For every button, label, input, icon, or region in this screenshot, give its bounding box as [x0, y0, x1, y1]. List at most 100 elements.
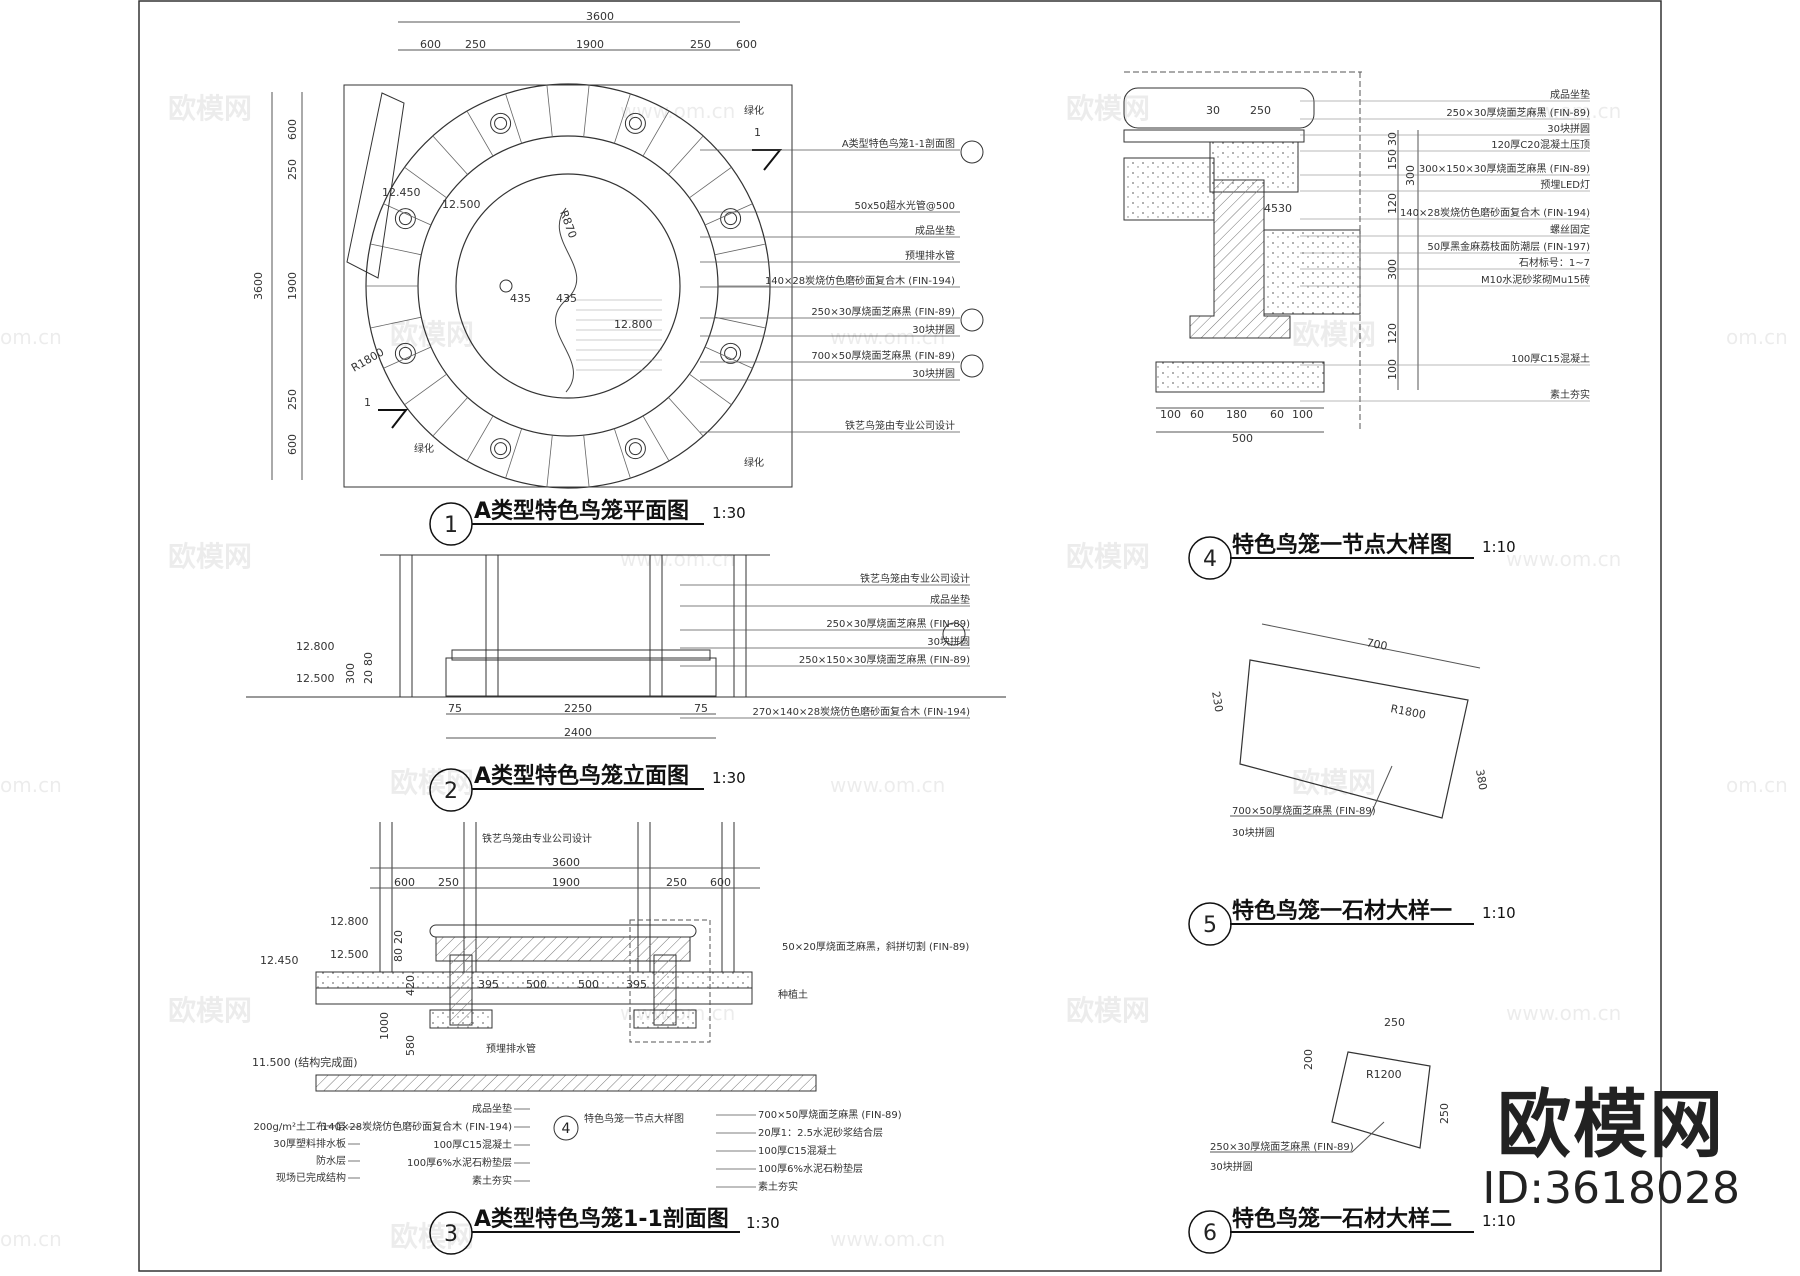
paving-joint: [383, 346, 432, 369]
elev-dim-h3: 80: [362, 652, 375, 666]
plan-curve: [555, 207, 578, 393]
post-footing: [394, 342, 416, 364]
elev-note: 成品坐垫: [930, 593, 970, 606]
post: [398, 212, 412, 226]
stone2-shape: [1331, 1051, 1431, 1149]
paving-joint: [714, 316, 766, 329]
node-dim-4530: 4530: [1264, 202, 1292, 215]
sect-level-3: 12.450: [260, 954, 299, 967]
elev-note: 铁艺鸟笼由专业公司设计: [860, 572, 970, 585]
node-dim-b6: 500: [1232, 432, 1253, 445]
node-note: 预埋LED灯: [1540, 179, 1590, 191]
elev-dim-b1: 75: [448, 702, 462, 715]
plan-dim-3: 1900: [576, 38, 604, 51]
node-top-slab: [1123, 129, 1305, 143]
sect-dim-v3: 420: [404, 975, 417, 996]
sect-note-r1: 50×20厚烧面芝麻黑，斜拼切割 (FIN-89): [782, 940, 969, 953]
post: [494, 442, 508, 456]
plan-note: 30块拼圆: [912, 367, 955, 380]
stone1-r: R1800: [1389, 702, 1426, 722]
brand-logo: 欧模网: [1497, 1082, 1726, 1168]
node-brick-wall: [1189, 179, 1291, 339]
watermark-url-fragment: om.cn: [1726, 773, 1788, 797]
stone1-note2: 30块拼圆: [1232, 826, 1275, 839]
stone2-w: 250: [1384, 1016, 1405, 1029]
plan-inner-ring: [455, 173, 681, 399]
plan-level-1: 12.450: [382, 186, 421, 199]
sect-dim-b3: 500: [578, 978, 599, 991]
ref-circle-6: [960, 308, 984, 332]
sect-dim-b4: 395: [626, 978, 647, 991]
watermark-url: www.om.cn: [620, 99, 735, 123]
sect-note-right: 100厚C15混凝土: [758, 1144, 837, 1157]
sect-note-left: 防水层: [316, 1154, 346, 1167]
plan-radius: R1800: [349, 346, 386, 375]
sect-ref-circle-4-label: 4: [562, 1121, 571, 1137]
watermark-url: www.om.cn: [830, 1227, 945, 1251]
stone2-h: 200: [1302, 1049, 1315, 1070]
sect-note-right: 20厚1：2.5水泥砂浆结合层: [758, 1126, 883, 1139]
node-paving-base: [1123, 157, 1215, 221]
paving-joint: [689, 373, 732, 406]
paving-joint: [370, 316, 422, 329]
plan-center-post: [499, 279, 513, 293]
sect-level-1: 12.800: [330, 915, 369, 928]
watermark-url: www.om.cn: [830, 325, 945, 349]
node-detail-view: 30 250 4530 30 150 300 120 300 120 100 1…: [1123, 71, 1590, 580]
section-mark-label-top: 1: [754, 126, 761, 139]
watermark: 欧模网: [1066, 92, 1150, 125]
paving-joint: [583, 85, 590, 137]
sect-note-left: 现场已完成结构: [276, 1171, 346, 1184]
node-scale: 1:10: [1482, 538, 1516, 556]
node-dim-r4: 120: [1386, 193, 1399, 214]
node-note: 250×30厚烧面芝麻黑 (FIN-89): [1446, 106, 1590, 119]
plan-dim-left-5: 600: [286, 434, 299, 455]
post: [494, 116, 508, 130]
sect-dim-b1: 395: [478, 978, 499, 991]
post-footing: [720, 208, 742, 230]
plan-dim-left-2: 250: [286, 159, 299, 180]
paving-joint: [668, 135, 704, 175]
elev-cushion: [451, 649, 711, 661]
paving-joint: [432, 135, 468, 175]
plan-435a: 435: [510, 292, 531, 305]
plan-note: 700×50厚烧面芝麻黑 (FIN-89): [811, 349, 955, 362]
paving-joint: [614, 428, 631, 479]
watermark: 欧模网: [168, 540, 252, 573]
sect-note-r2: 种植土: [778, 988, 808, 1001]
elev-ref-circle: [942, 622, 966, 646]
plan-outline: [343, 84, 793, 488]
stone1-title: 特色鸟笼一石材大样一: [1232, 898, 1452, 924]
watermark: 欧模网: [168, 92, 252, 125]
plan-seat-ring: [417, 135, 719, 437]
sect-dim-v2: 80: [392, 948, 405, 962]
node-title: 特色鸟笼一节点大样图: [1232, 532, 1452, 558]
sect-note-left: 30厚塑料排水板: [273, 1137, 346, 1150]
plan-note: 30块拼圆: [912, 323, 955, 336]
sect-dim-2: 250: [438, 876, 459, 889]
stone1-title-number: 5: [1203, 913, 1217, 938]
stone2-note2: 30块拼圆: [1210, 1160, 1253, 1173]
sect-ref-circle-4: [553, 1115, 579, 1141]
post-footing: [624, 112, 646, 134]
node-fill: [1263, 229, 1361, 315]
plan-dim-1: 600: [420, 38, 441, 51]
paving-joint: [642, 415, 670, 462]
stone2-title: 特色鸟笼一石材大样二: [1232, 1206, 1452, 1232]
post-footing: [720, 342, 742, 364]
brand-id: ID:3618028: [1482, 1163, 1740, 1214]
sect-level-2: 12.500: [330, 948, 369, 961]
watermark-url-fragment: om.cn: [0, 773, 62, 797]
stone1-note1: 700×50厚烧面芝麻黑 (FIN-89): [1232, 804, 1376, 817]
plan-note: 50x50超水光管@500: [855, 199, 955, 212]
watermark: 欧模网: [390, 766, 474, 799]
elev-note: 30块拼圆: [927, 635, 970, 648]
post: [628, 116, 642, 130]
stone1-scale: 1:10: [1482, 904, 1516, 922]
paving-joint: [689, 166, 732, 199]
plan-level-2: 12.500: [442, 198, 481, 211]
watermark-url: www.om.cn: [830, 773, 945, 797]
watermark-url-fragment: om.cn: [0, 1227, 62, 1251]
node-note: 100厚C15混凝土: [1511, 352, 1590, 365]
